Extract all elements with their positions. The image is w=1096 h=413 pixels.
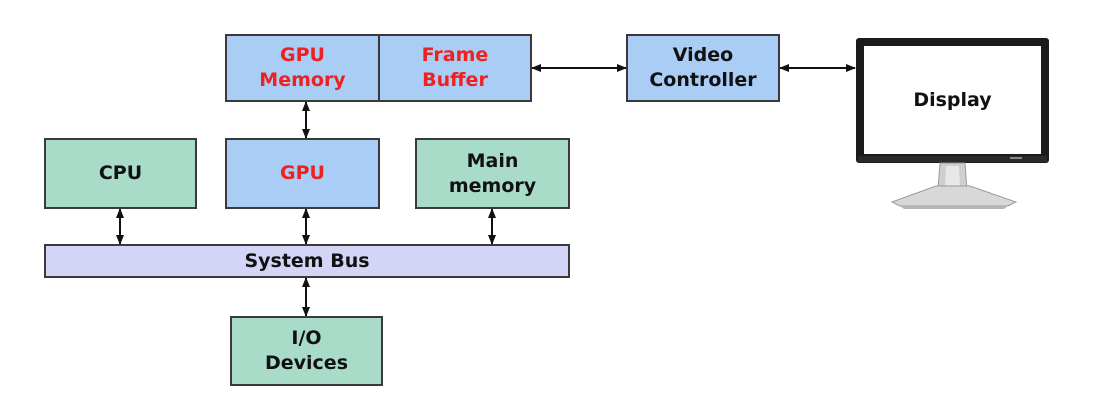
monitor-icon: [856, 38, 1049, 209]
frame-buffer-box: Frame Buffer: [378, 34, 532, 102]
frame-buffer-label: Frame Buffer: [421, 44, 489, 91]
display-label: Display: [913, 89, 992, 111]
gpu-box: GPU: [225, 138, 380, 209]
display-label-area: Display: [864, 46, 1041, 154]
gpu-memory-label: GPU Memory: [259, 44, 346, 91]
main-memory-box: Main memory: [415, 138, 570, 209]
main-memory-label: Main memory: [448, 149, 537, 197]
io-devices-label: I/O Devices: [264, 327, 348, 374]
video-controller-label: Video Controller: [649, 44, 757, 91]
gpu-memory-box: GPU Memory: [225, 34, 380, 102]
system-bus: System Bus: [44, 244, 570, 278]
io-devices-box: I/O Devices: [230, 316, 383, 386]
gpu-label: GPU: [280, 162, 325, 184]
video-controller-box: Video Controller: [626, 34, 780, 102]
system-bus-label: System Bus: [244, 249, 370, 272]
cpu-box: CPU: [44, 138, 197, 209]
cpu-label: CPU: [98, 162, 143, 184]
